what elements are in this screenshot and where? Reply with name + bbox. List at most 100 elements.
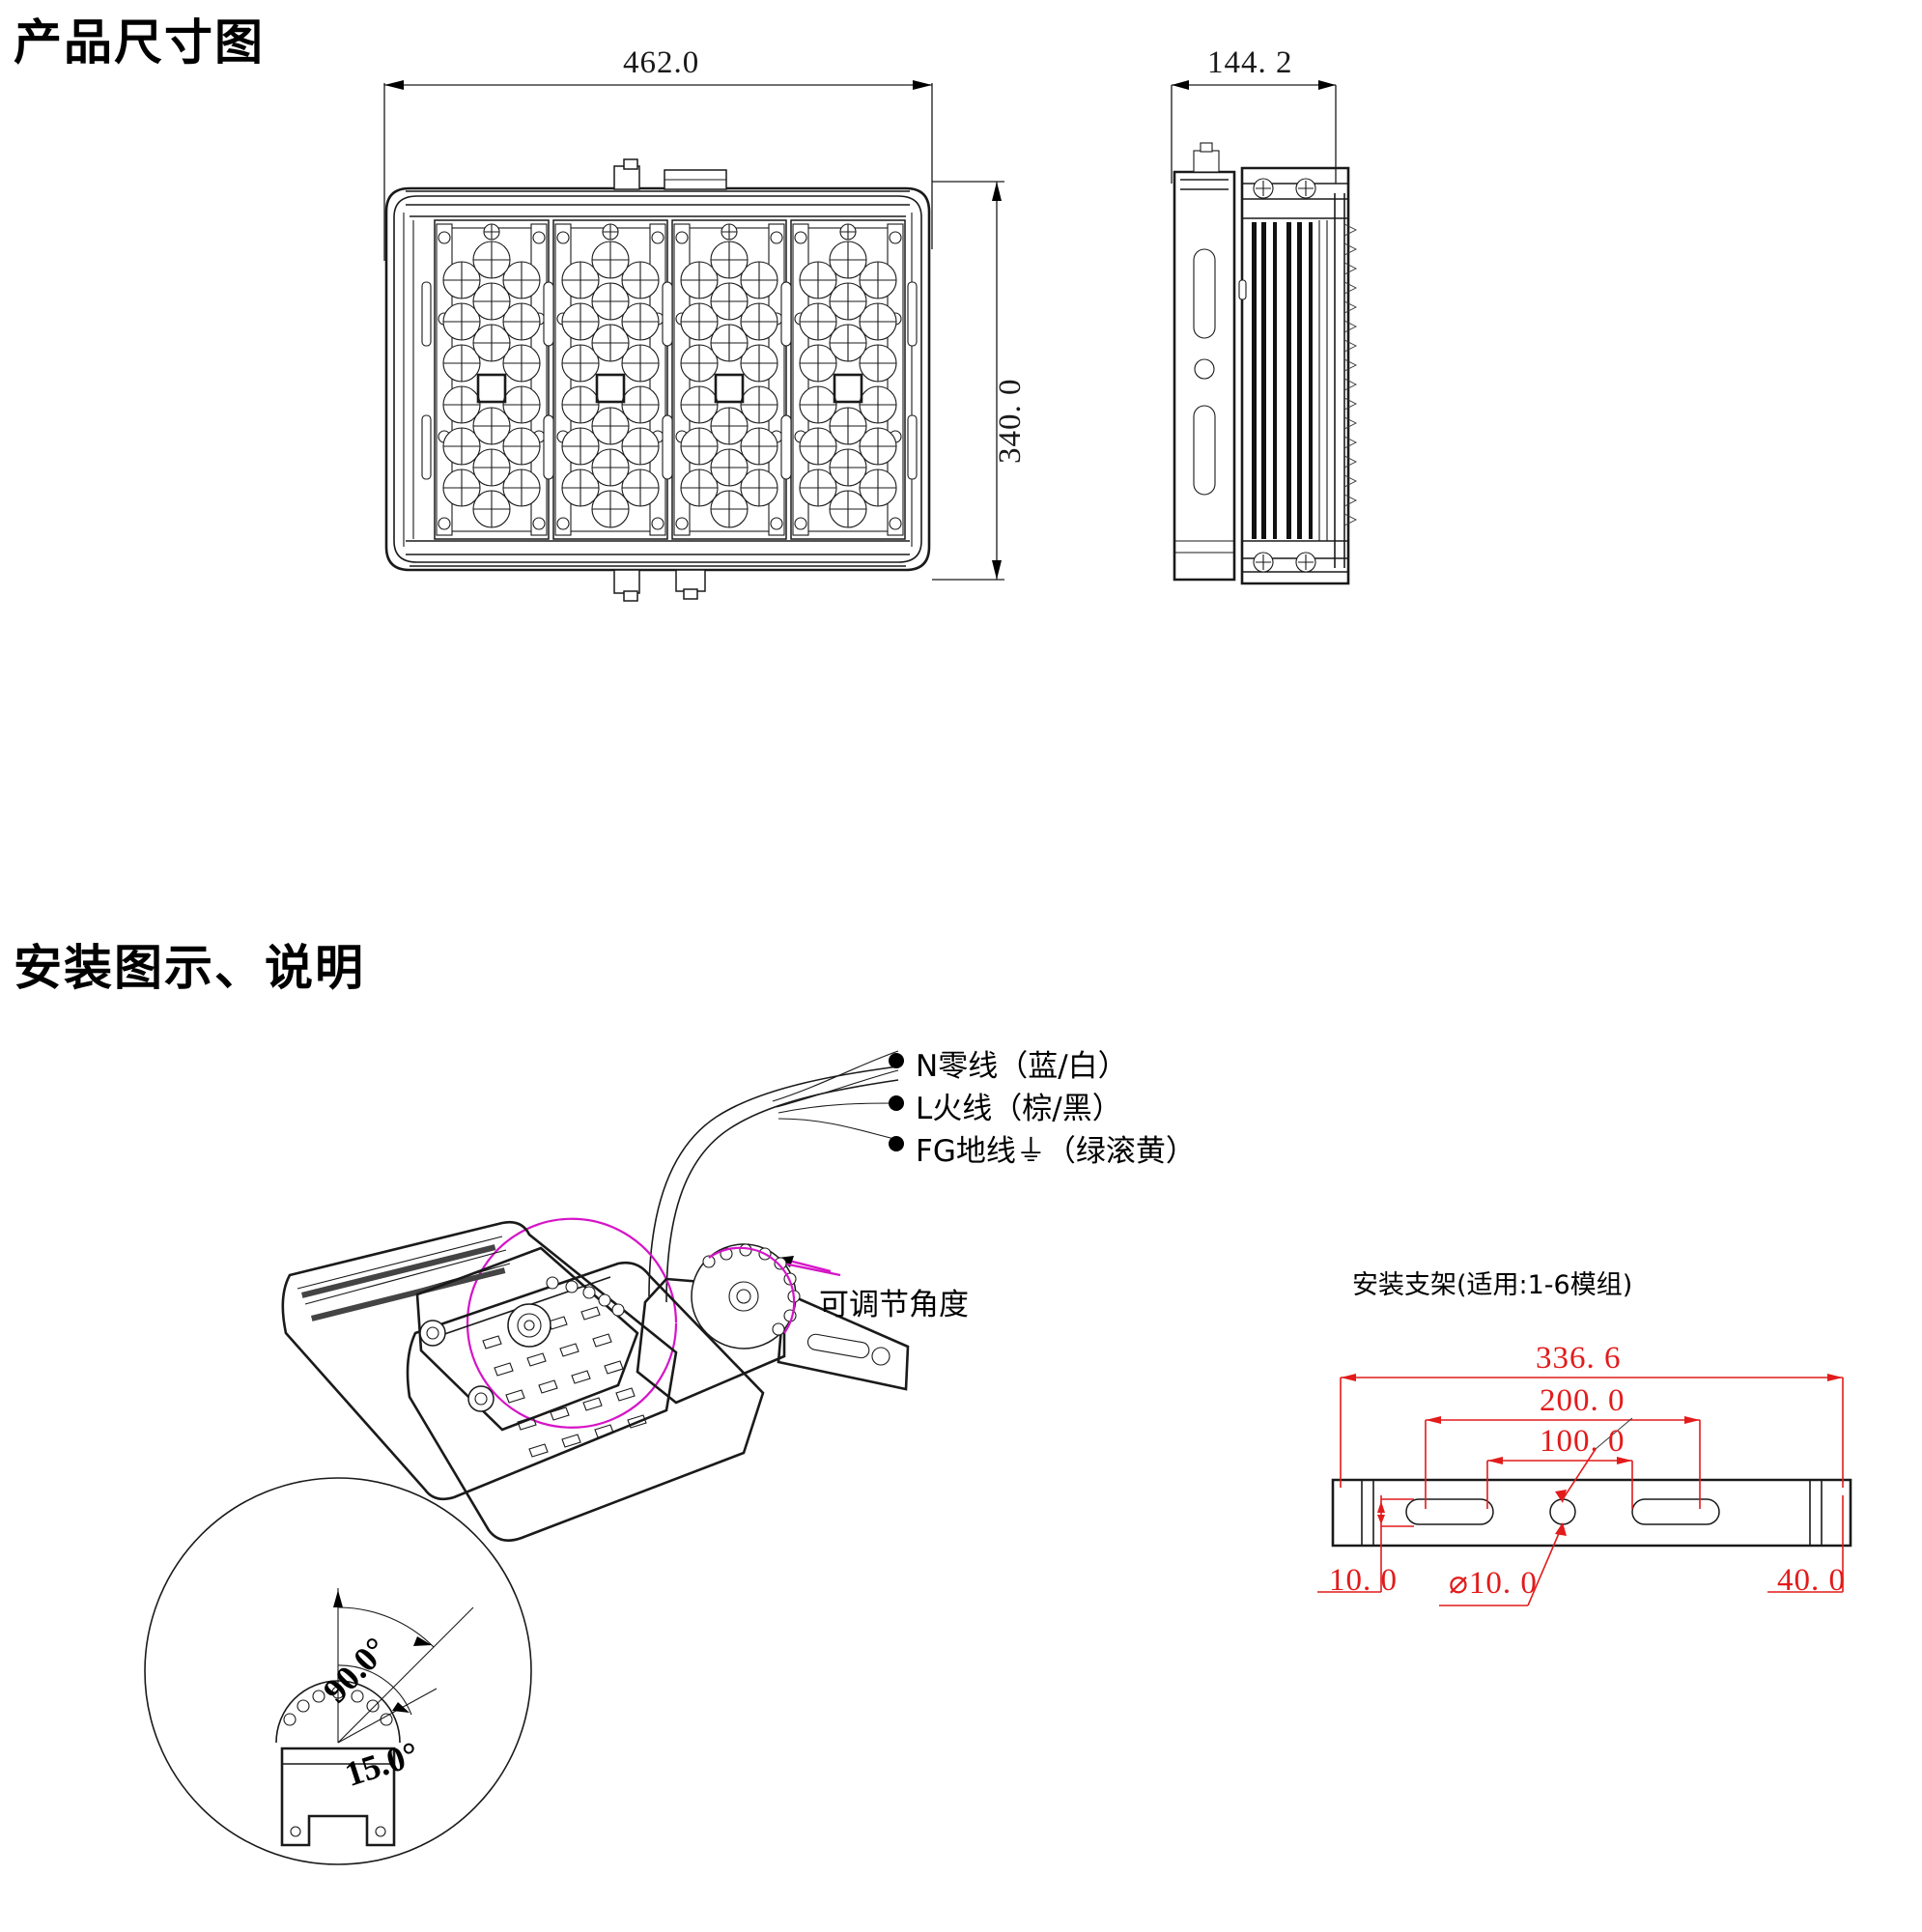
bracket-body [1331,1478,1852,1548]
side-housing [1238,166,1350,585]
led-module [790,219,906,540]
led-lens [502,427,541,466]
side-mounting-bracket [1173,142,1236,582]
led-lens [442,385,481,424]
bracket-drawing [1317,1374,1852,1606]
led-lens [502,344,541,383]
side-view-drawing [1171,80,1358,585]
led-lens [680,302,719,341]
bracket-dim-end-offset: 40. 0 [1777,1563,1846,1598]
bracket-dim-overall: 336. 6 [1536,1341,1622,1376]
led-lens [442,344,481,383]
led-lens [680,344,719,383]
installation-drawing [144,1050,910,1865]
led-lens [621,261,660,299]
led-lens [472,241,511,279]
led-lens [621,385,660,424]
led-lens [680,427,719,466]
dimension-label-width: 462.0 [623,45,700,80]
page-title-installation: 安装图示、说明 [14,941,365,995]
led-lens [442,261,481,299]
top-mount-lugs [613,158,727,190]
led-lens [591,282,630,321]
led-lens [799,427,837,466]
led-lens [442,302,481,341]
led-lens [680,261,719,299]
led-lens [502,302,541,341]
led-lens [472,407,511,445]
led-module [552,219,668,540]
tilt-hinge [415,1246,639,1432]
led-lens [502,261,541,299]
led-lens [740,469,778,507]
led-lens [680,385,719,424]
led-lens [591,324,630,362]
led-lens [710,241,749,279]
luminaire-isometric [281,1220,910,1542]
dimension-label-height: 340. 0 [993,378,1028,465]
power-cable [648,1050,904,1303]
bottom-mount-lugs [613,569,706,602]
led-lens [799,344,837,383]
led-lens [591,490,630,528]
led-module [671,219,787,540]
led-lens [740,385,778,424]
led-lens [561,469,600,507]
bracket-dim-edge-offset: 10. 0 [1329,1563,1398,1598]
led-lens [621,344,660,383]
led-lens [829,324,867,362]
bracket-dim-slot-span: 200. 0 [1540,1383,1625,1418]
dimension-height-340 [932,181,1004,581]
module-gap-slots [421,281,918,480]
led-lens [561,385,600,424]
led-lens [591,407,630,445]
wire-label-neutral: N零线（蓝/白） [916,1049,1128,1084]
led-lens [859,427,897,466]
wire-label-ground: FG地线⏚（绿滚黄） [916,1134,1196,1169]
led-lens [561,427,600,466]
bracket-dim-inner-span: 100. 0 [1540,1424,1625,1459]
led-lens [621,302,660,341]
led-lens [829,448,867,487]
led-lens [799,469,837,507]
led-lens [502,469,541,507]
led-lens [829,407,867,445]
led-lens [591,241,630,279]
led-lens [799,302,837,341]
mounting-yoke [636,1243,910,1405]
led-lens [859,385,897,424]
dimension-width-462 [383,80,933,261]
bracket-dimensions [1317,1374,1844,1606]
page-title-product-dimensions: 产品尺寸图 [14,15,265,70]
led-lens [472,448,511,487]
led-lens [561,261,600,299]
led-lens [799,385,837,424]
led-lens [710,407,749,445]
led-lens [710,448,749,487]
bracket-title: 安装支架(适用:1-6模组) [1352,1270,1633,1300]
adjustable-angle-label: 可调节角度 [819,1288,969,1322]
dimension-label-depth: 144. 2 [1207,45,1293,80]
led-lens [710,490,749,528]
led-lens [740,302,778,341]
led-lens [859,344,897,383]
led-module [434,219,550,540]
led-lens [710,324,749,362]
led-module-group [421,219,918,540]
led-lens [442,469,481,507]
led-lens [859,261,897,299]
led-lens [829,282,867,321]
led-lens [740,261,778,299]
led-lens [740,344,778,383]
led-lens [561,344,600,383]
led-lens [472,490,511,528]
led-lens [710,282,749,321]
led-lens [502,385,541,424]
led-lens [621,469,660,507]
led-lens [442,427,481,466]
led-lens [859,469,897,507]
led-lens [740,427,778,466]
led-lens [472,324,511,362]
front-view-drawing [383,80,1358,602]
led-lens [680,469,719,507]
